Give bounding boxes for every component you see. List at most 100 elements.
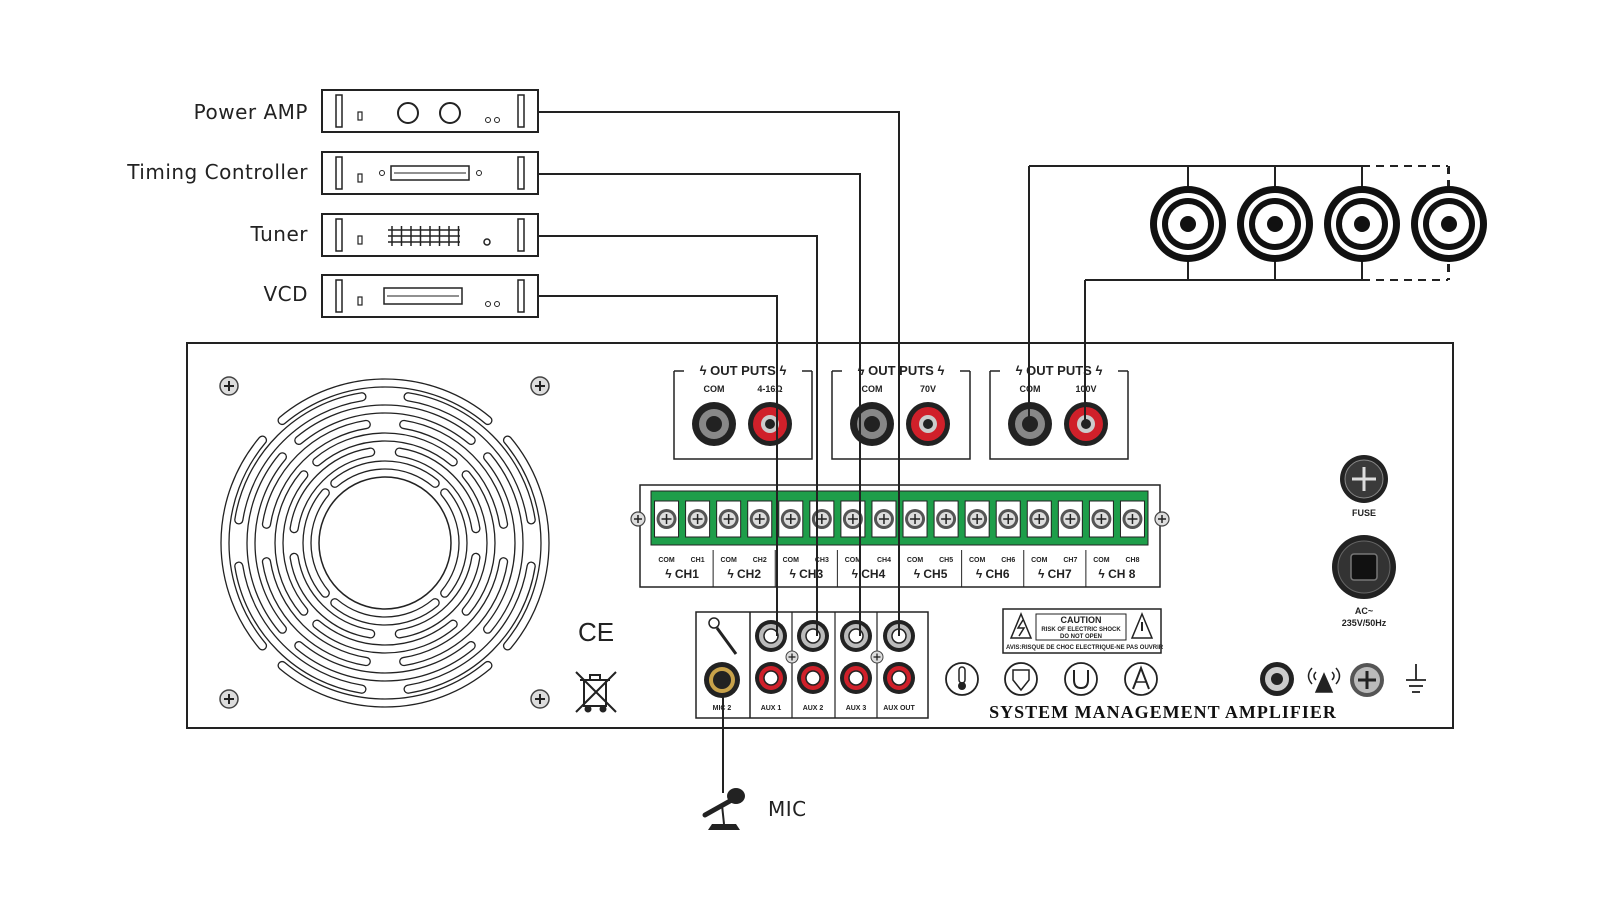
- ce-mark: CE: [578, 617, 614, 647]
- knob-icon: [439, 102, 461, 124]
- antenna-jack: [1260, 662, 1294, 696]
- channel-label-6: COM CH6 ϟ CH6: [969, 557, 1015, 581]
- aux-label: AUX 1: [761, 705, 782, 712]
- weee-bin-icon: [575, 671, 617, 713]
- output-com-label: COM: [704, 384, 725, 394]
- fuse-holder: FUSE: [1340, 455, 1388, 518]
- terminal-screw: [933, 500, 959, 538]
- svg-text:COM: COM: [783, 557, 800, 564]
- caution-title: CAUTION: [1061, 615, 1102, 625]
- svg-text:COM: COM: [969, 557, 986, 564]
- svg-text:COM: COM: [845, 557, 862, 564]
- device-label-tuner: Tuner: [249, 222, 308, 246]
- svg-text:COM: COM: [1093, 557, 1110, 564]
- terminal-screw: [1119, 500, 1145, 538]
- svg-text:CH1: CH1: [691, 557, 705, 564]
- device-label-timing-controller: Timing Controller: [126, 160, 308, 184]
- wiring: [538, 111, 1086, 793]
- terminal-screw: [1057, 500, 1083, 538]
- output-title: ϟ OUT PUTS ϟ: [1016, 363, 1103, 378]
- svg-text:CH4: CH4: [877, 557, 891, 564]
- power-label: AC~: [1355, 606, 1373, 616]
- device-label-power-amp: Power AMP: [194, 100, 308, 124]
- svg-text:CH8: CH8: [1125, 557, 1139, 564]
- fan-grille: [220, 378, 550, 708]
- svg-text:CH6: CH6: [1001, 557, 1015, 564]
- device-power-amp: Power AMP: [194, 89, 539, 133]
- caution-line2: DO NOT OPEN: [1060, 634, 1102, 640]
- device-vcd: VCD: [263, 274, 539, 318]
- svg-text:ϟ CH3: ϟ CH3: [789, 567, 823, 581]
- fuse-label: FUSE: [1352, 508, 1376, 518]
- ground-terminal: [1350, 663, 1384, 697]
- rca-jack-pair: AUX OUT: [883, 620, 915, 712]
- terminal-screw: [654, 500, 680, 538]
- terminal-screw: [871, 500, 897, 538]
- terminal-screw: [1026, 500, 1052, 538]
- speaker-icon: [1411, 166, 1487, 280]
- channel-label-1: COM CH1 ϟ CH1: [658, 557, 704, 581]
- black-binding-post: [850, 402, 894, 446]
- screw-icon: [530, 689, 550, 709]
- svg-text:ϟ CH 8: ϟ CH 8: [1098, 567, 1135, 581]
- caution-line1: RISK OF ELECTRIC SHOCK: [1041, 627, 1121, 633]
- svg-text:COM: COM: [907, 557, 924, 564]
- protection-icon: [1004, 662, 1038, 696]
- svg-text:COM: COM: [658, 557, 675, 564]
- knob-icon: [397, 102, 419, 124]
- svg-text:ϟ CH1: ϟ CH1: [665, 567, 699, 581]
- svg-text:CH7: CH7: [1063, 557, 1077, 564]
- svg-text:CH3: CH3: [815, 557, 829, 564]
- screw-icon: [530, 376, 550, 396]
- power-inlet: AC~ 235V/50Hz: [1332, 535, 1396, 628]
- screw-icon: [219, 689, 239, 709]
- speaker-icon: [1150, 166, 1226, 280]
- screw-icon: [1154, 511, 1170, 527]
- aux-label: AUX OUT: [883, 705, 915, 712]
- terminal-screw: [778, 500, 804, 538]
- thermal-icon: [945, 662, 979, 696]
- output-rating-label: 70V: [920, 384, 936, 394]
- rca-jack-pair: AUX 3: [840, 620, 872, 712]
- speaker-bank: [1029, 164, 1487, 281]
- svg-text:ϟ CH4: ϟ CH4: [852, 567, 886, 581]
- terminal-screw: [1088, 500, 1114, 538]
- auto-icon: [1124, 662, 1158, 696]
- terminal-screw: [747, 500, 773, 538]
- svg-text:CH2: CH2: [753, 557, 767, 564]
- terminal-screw: [685, 500, 711, 538]
- terminal-screw: [964, 500, 990, 538]
- svg-text:CH5: CH5: [939, 557, 953, 564]
- terminal-screw: [716, 500, 742, 538]
- output-title: ϟ OUT PUTS ϟ: [858, 363, 945, 378]
- rca-jack-pair: AUX 2: [797, 620, 829, 712]
- svg-text:COM: COM: [720, 557, 737, 564]
- svg-text:ϟ CH2: ϟ CH2: [727, 567, 761, 581]
- red-binding-post: [906, 402, 950, 446]
- rca-jack-pair: AUX 1: [755, 620, 787, 712]
- channel-label-8: COM CH8 ϟ CH 8: [1093, 557, 1139, 581]
- screw-icon: [785, 650, 799, 664]
- brand-title: SYSTEM MANAGEMENT AMPLIFIER: [989, 702, 1337, 722]
- device-label-vcd: VCD: [263, 282, 308, 306]
- mic-input-icon: [708, 617, 738, 655]
- antenna-icon: [1307, 667, 1341, 693]
- screw-icon: [219, 376, 239, 396]
- output-title: ϟ OUT PUTS ϟ: [700, 363, 787, 378]
- channel-label-2: COM CH2 ϟ CH2: [720, 557, 766, 581]
- terminal-screw: [809, 500, 835, 538]
- red-binding-post: [748, 402, 792, 446]
- microphone-icon: [702, 788, 745, 830]
- screw-icon: [630, 511, 646, 527]
- terminal-screw: [995, 500, 1021, 538]
- terminal-screw: [902, 500, 928, 538]
- speaker-icon: [1237, 166, 1313, 280]
- channel-label-3: COM CH3 ϟ CH3: [783, 557, 829, 581]
- output-rating-label: 4-16Ω: [757, 384, 782, 394]
- svg-text:ϟ CH6: ϟ CH6: [976, 567, 1010, 581]
- aux-label: AUX 2: [803, 705, 824, 712]
- svg-text:COM: COM: [1031, 557, 1048, 564]
